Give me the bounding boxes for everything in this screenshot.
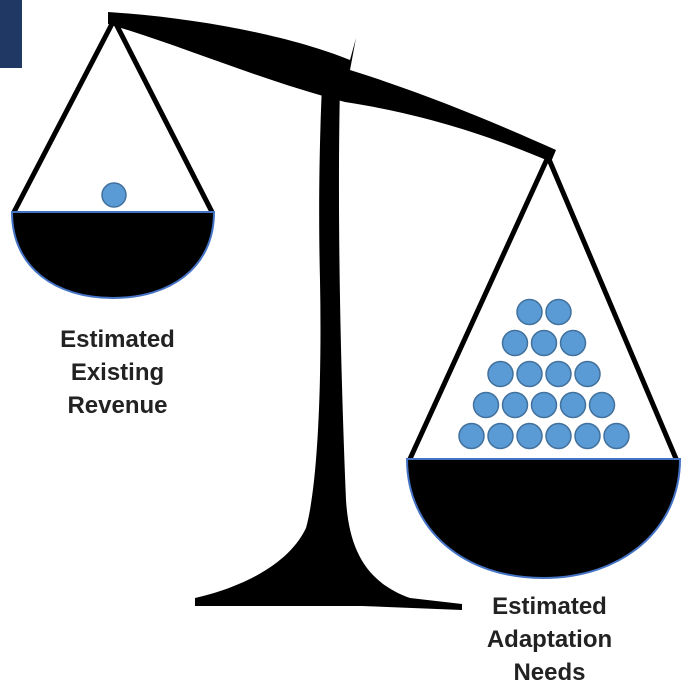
ball	[487, 360, 514, 388]
ball	[530, 329, 558, 357]
left-label-line: Revenue	[67, 392, 168, 419]
right-pan-string-left	[406, 155, 551, 463]
left-label-line: Existing	[70, 359, 165, 386]
ball	[516, 422, 543, 450]
right-label-line: Needs	[513, 659, 586, 686]
right-label-line: Adaptation	[486, 626, 613, 653]
ball	[501, 329, 529, 357]
ball	[530, 391, 558, 419]
left-pan-bowl	[10, 211, 216, 300]
right-pan-label: Estimated Adaptation Needs	[452, 590, 647, 689]
left-pan-string-right	[111, 18, 215, 214]
ball	[545, 422, 572, 450]
ball	[472, 391, 500, 419]
left-label-line: Estimated	[60, 326, 175, 353]
ball	[574, 422, 601, 450]
ball	[574, 360, 601, 388]
ball	[501, 391, 529, 419]
ball	[545, 298, 572, 326]
ball	[487, 422, 514, 450]
right-pan-balls	[458, 298, 630, 450]
ball	[545, 360, 572, 388]
ball	[516, 298, 543, 326]
ball	[516, 360, 543, 388]
ball	[603, 422, 630, 450]
ball	[101, 182, 127, 208]
ball	[588, 391, 616, 419]
right-label-line: Estimated	[492, 593, 607, 620]
right-pan-string-right	[545, 156, 680, 462]
corner-tab	[0, 0, 22, 68]
left-pan-label: Estimated Existing Revenue	[20, 323, 215, 422]
scale-post	[195, 86, 462, 610]
ball	[559, 391, 587, 419]
left-pan-balls	[101, 182, 127, 208]
right-pan-bowl	[405, 458, 682, 580]
left-pan-string-left	[11, 18, 117, 214]
ball	[559, 329, 587, 357]
ball	[458, 422, 485, 450]
